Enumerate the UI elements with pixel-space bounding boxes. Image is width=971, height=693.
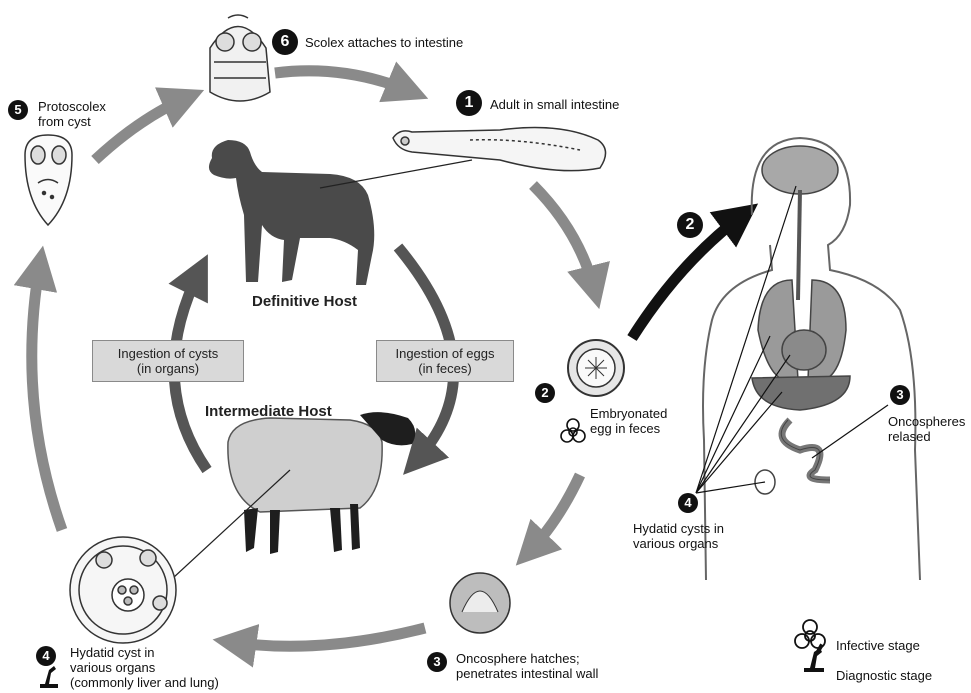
arrow-3-to-4 (230, 628, 425, 646)
stage-4-human-badge: 4 (678, 493, 698, 513)
scolex-illustration (210, 15, 270, 101)
legend-infective-label: Infective stage (836, 638, 920, 653)
stage-3-human-badge: 3 (890, 385, 910, 405)
ingestion-eggs-box: Ingestion of eggs(in feces) (376, 340, 514, 382)
sheep-silhouette (228, 412, 415, 554)
arrow-5-to-6 (95, 97, 188, 160)
stage-3-label: Oncosphere hatches;penetrates intestinal… (456, 651, 598, 681)
biohazard-icon (561, 419, 585, 442)
stage-1-label: Adult in small intestine (490, 97, 619, 112)
hydatid-cyst-illustration (70, 537, 176, 643)
stage-5-badge: 5 (8, 100, 28, 120)
stage-2-badge: 2 (535, 383, 555, 403)
stage-6-label: Scolex attaches to intestine (305, 35, 463, 50)
definitive-host-title: Definitive Host (252, 293, 357, 310)
arrow-4-to-5 (32, 263, 62, 530)
stage-6-badge: 6 (272, 29, 298, 55)
arrow-6-to-1 (275, 71, 412, 92)
dog-silhouette (209, 140, 374, 285)
stage-3-badge: 3 (427, 652, 447, 672)
ingestion-cysts-box: Ingestion of cysts(in organs) (92, 340, 244, 382)
microscope-icon (40, 666, 58, 688)
egg-illustration (568, 340, 624, 396)
oncosphere-illustration (450, 573, 510, 633)
stage-1-badge: 1 (456, 90, 482, 116)
legend-diagnostic-label: Diagnostic stage (836, 668, 932, 683)
arrow-1-to-2 (533, 185, 595, 292)
arrow-2-to-3 (528, 475, 580, 553)
stage-4-badge: 4 (36, 646, 56, 666)
intermediate-host-title: Intermediate Host (205, 403, 332, 420)
stage-2-human-badge: 2 (677, 212, 703, 238)
adult-worm-illustration (393, 128, 606, 171)
protoscolex-illustration (25, 135, 72, 225)
